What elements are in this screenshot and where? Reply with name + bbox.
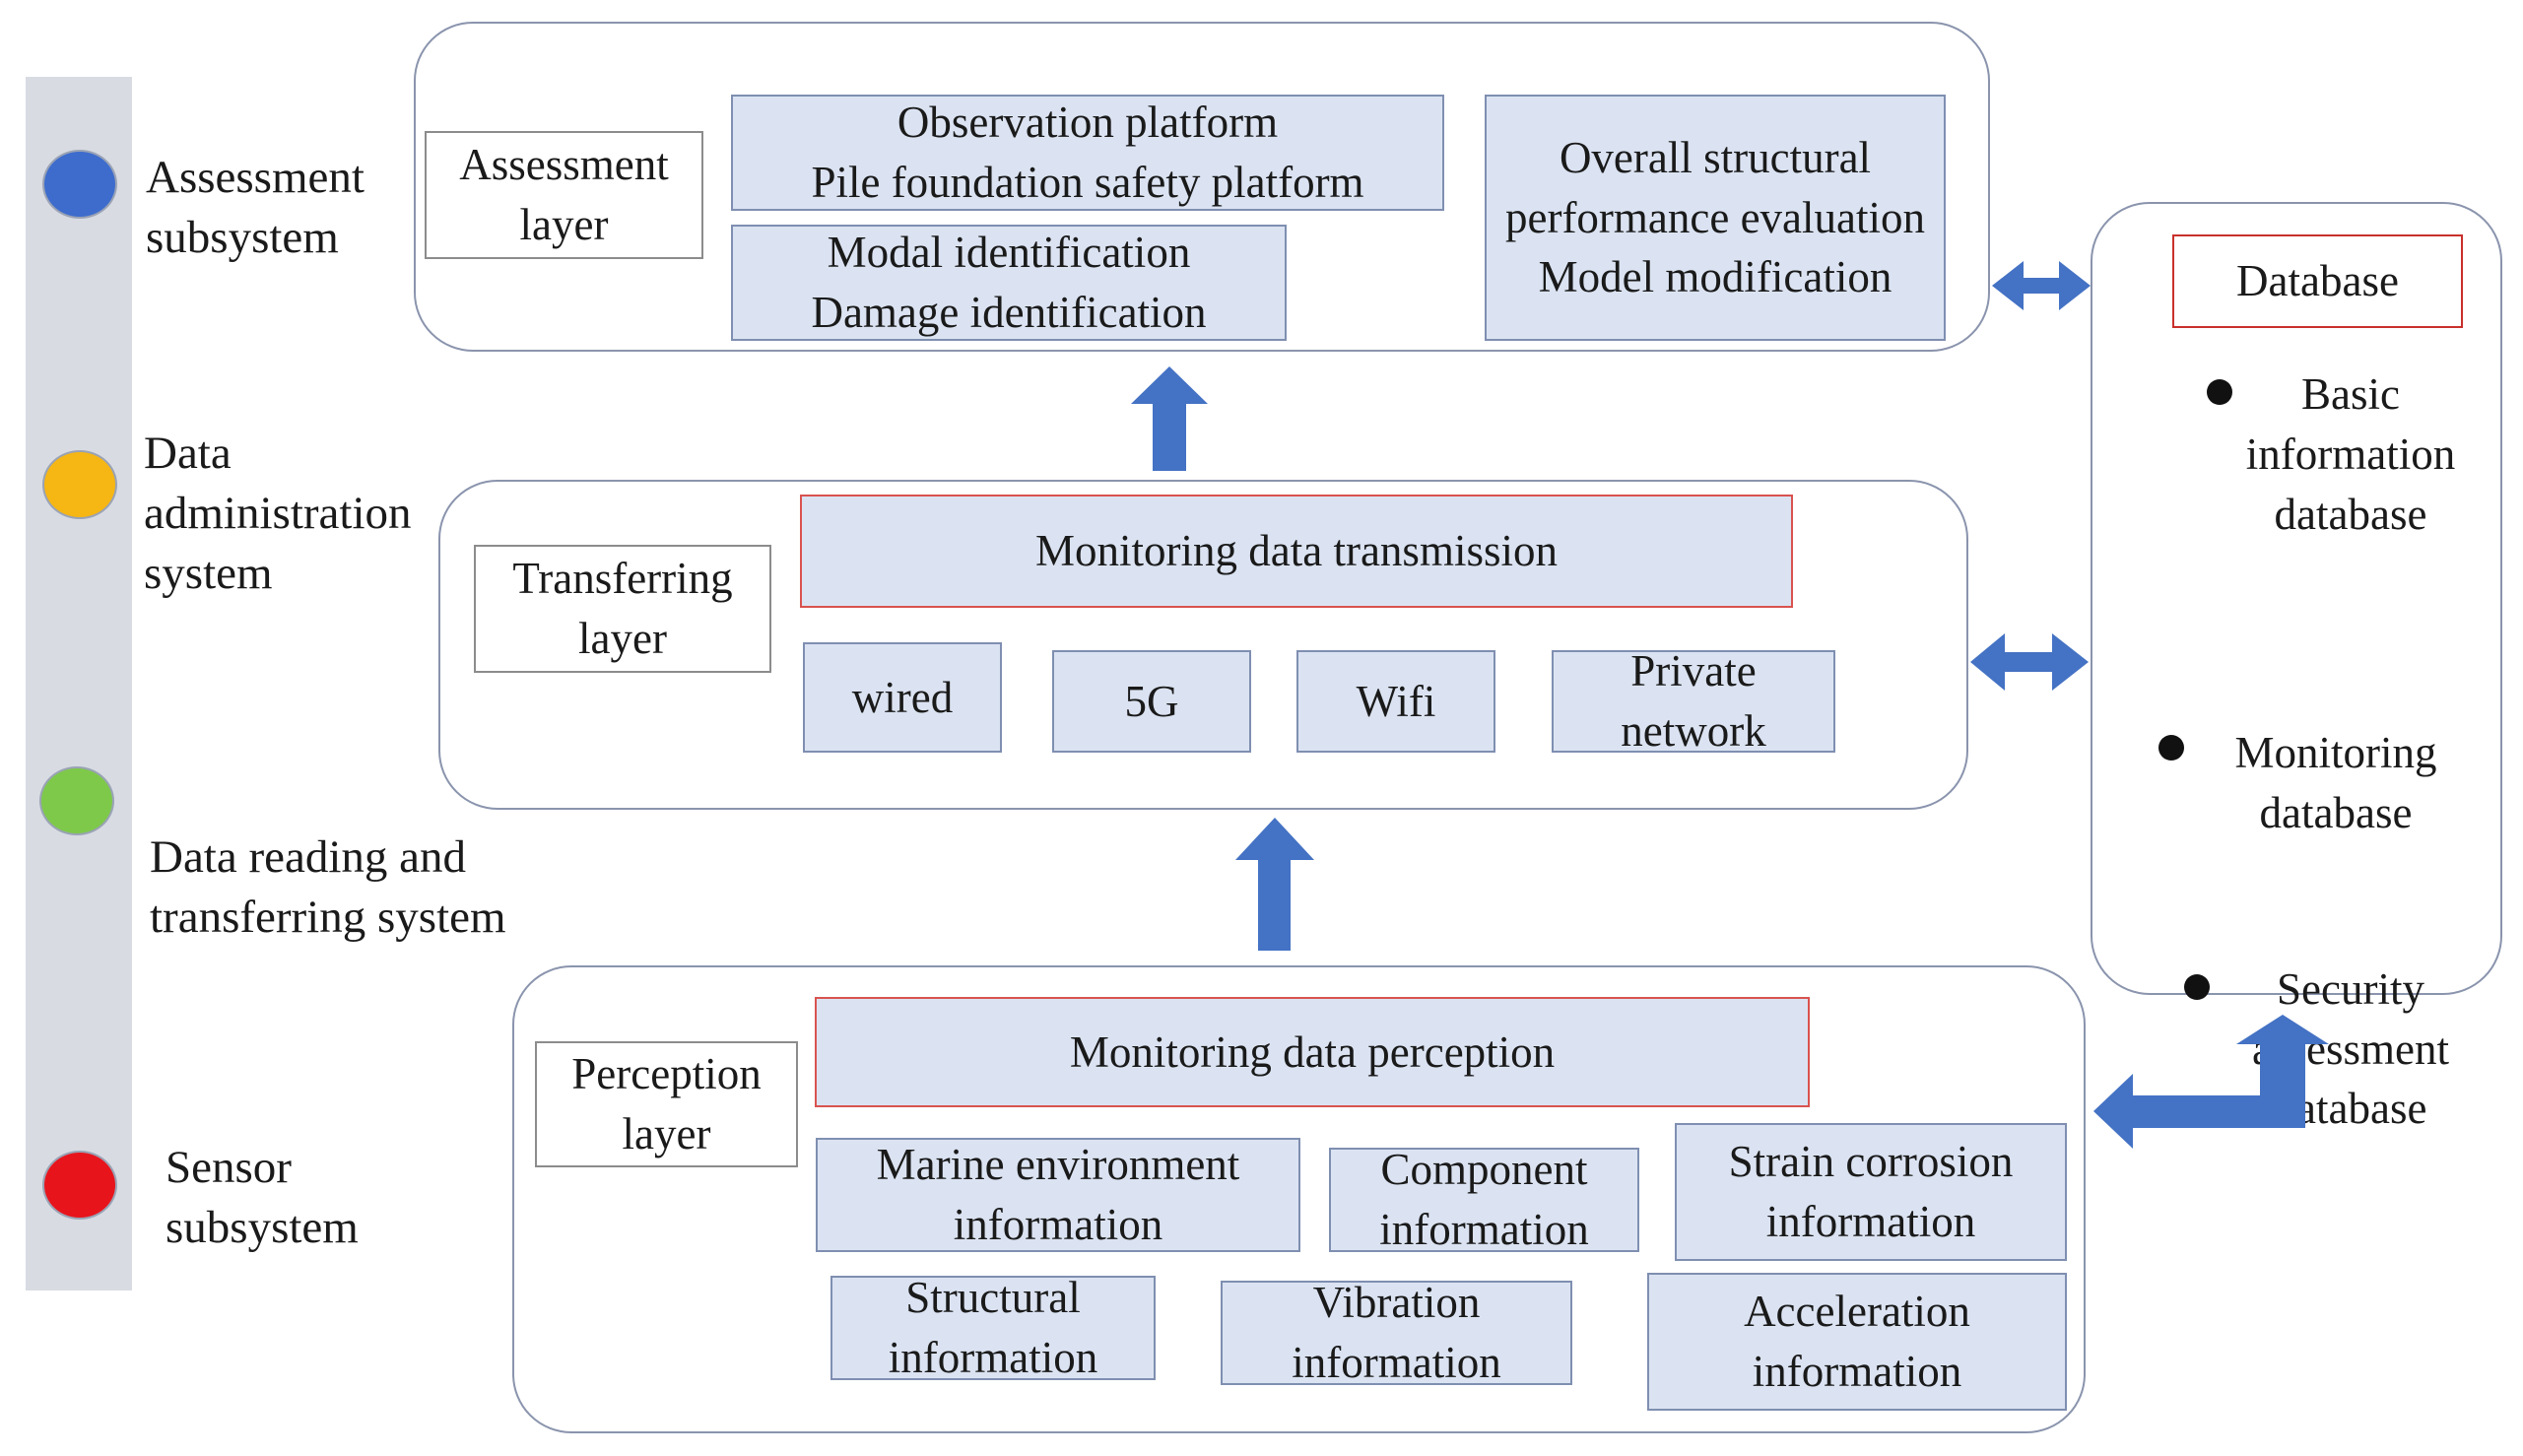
bullet-icon xyxy=(2207,379,2232,405)
transfer-item-5g: 5G xyxy=(1052,650,1251,753)
bullet-icon xyxy=(2158,735,2184,761)
perception-title-box: Monitoring data perception xyxy=(815,997,1810,1107)
assessment-layer-label: Assessment layer xyxy=(425,131,703,259)
sidebar-bar xyxy=(26,77,132,1291)
perception-item-acceleration: Acceleration information xyxy=(1647,1273,2067,1411)
sidebar-label-sensor: Sensor subsystem xyxy=(166,1142,359,1254)
assessment-dot xyxy=(42,150,117,219)
perception-layer-label: Perception layer xyxy=(535,1041,798,1167)
sidebar-label-data-admin: Data administration system xyxy=(144,428,412,600)
perception-item-component: Component information xyxy=(1329,1145,1639,1254)
database-item-basic-label: Basic information database xyxy=(2245,369,2456,539)
structural-evaluation-box: Overall structural performance evaluatio… xyxy=(1485,95,1946,341)
sidebar-label-assessment: Assessment subsystem xyxy=(146,152,365,264)
data-admin-dot xyxy=(42,450,117,519)
double-arrow-icon xyxy=(1992,261,2091,310)
database-item-monitoring: Monitoring database xyxy=(2153,723,2468,843)
up-arrow-icon xyxy=(1131,366,1208,471)
identification-box: Modal identification Damage identificati… xyxy=(731,225,1287,341)
perception-item-structural: Structural information xyxy=(830,1273,1156,1382)
observation-platform-box: Observation platform Pile foundation saf… xyxy=(731,95,1444,211)
sensor-dot xyxy=(42,1151,117,1220)
database-item-basic: Basic information database xyxy=(2162,364,2488,544)
transfer-item-wifi: Wifi xyxy=(1296,650,1495,753)
perception-item-marine: Marine environment information xyxy=(816,1138,1300,1252)
transmission-title-box: Monitoring data transmission xyxy=(800,495,1793,608)
perception-item-strain-corrosion: Strain corrosion information xyxy=(1675,1123,2067,1261)
elbow-arrow-icon xyxy=(2093,1015,2329,1149)
database-title: Database xyxy=(2172,234,2463,328)
database-frame xyxy=(2091,202,2502,995)
transfer-item-private-network: Private network xyxy=(1552,646,1835,756)
double-arrow-icon xyxy=(1970,633,2089,691)
up-arrow-icon xyxy=(1235,818,1314,951)
transferring-layer-label: Transferring layer xyxy=(474,545,771,673)
database-item-monitoring-label: Monitoring database xyxy=(2234,728,2437,837)
sidebar-label-data-reading: Data reading and transferring system xyxy=(150,831,506,944)
perception-item-vibration: Vibration information xyxy=(1221,1278,1572,1387)
bullet-icon xyxy=(2184,973,2210,1000)
transfer-item-wired: wired xyxy=(803,642,1002,753)
data-reading-dot xyxy=(39,766,114,835)
